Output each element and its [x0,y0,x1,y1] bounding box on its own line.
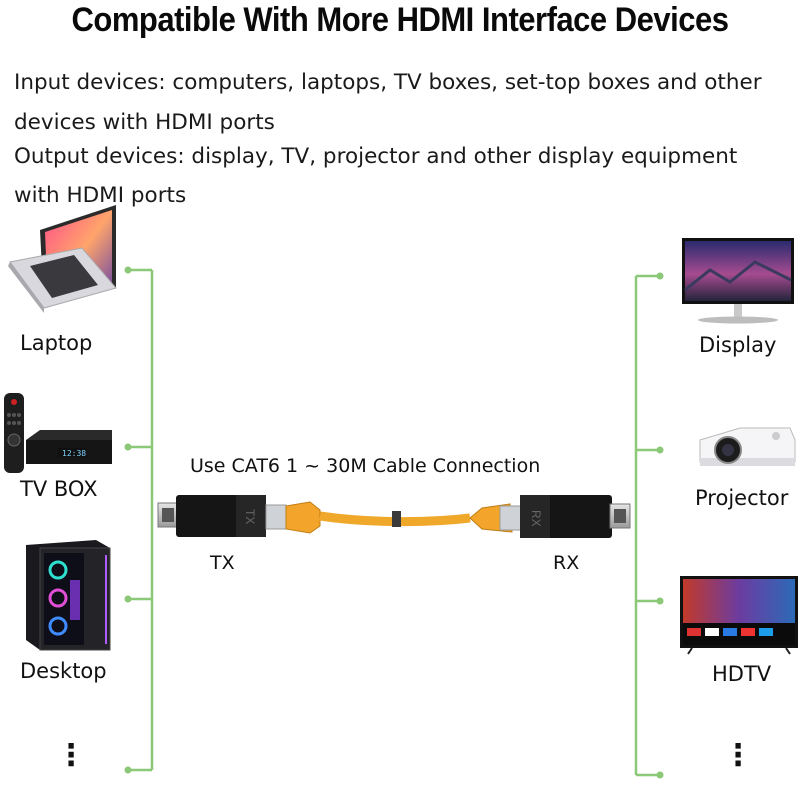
output-device-display-label: Display [699,333,777,357]
output-device-projector-label: Projector [695,486,789,510]
cable-caption: Use CAT6 1 ~ 30M Cable Connection [190,455,541,477]
desktop-pc-icon [26,540,111,651]
tv-box-icon [4,393,112,473]
more-input-devices-indicator: ⋮ [56,738,86,773]
tx-label: TX [210,552,235,574]
output-bracket [634,274,660,777]
output-device-hdtv-label: HDTV [712,662,772,686]
input-devices-text-cont: devices with HDMI ports [14,110,275,135]
hdtv-icon [680,576,798,655]
tv-box-display: 12:38 [62,449,86,458]
output-devices-text-cont: with HDMI ports [14,183,187,208]
projector-icon [699,427,796,466]
rx-body-text: RX [529,510,543,527]
laptop-icon [8,205,117,313]
tx-body-text: TX [243,509,257,524]
cat6-cable [157,495,631,538]
input-device-tvbox-label: TV BOX [20,477,98,501]
more-output-devices-indicator: ⋮ [723,738,753,773]
input-bracket [128,268,154,772]
input-device-desktop-label: Desktop [20,659,107,683]
input-devices-text: Input devices: computers, laptops, TV bo… [14,70,762,95]
monitor-icon [682,238,794,324]
page-title: Compatible With More HDMI Interface Devi… [71,0,729,40]
input-device-laptop-label: Laptop [20,331,93,355]
output-devices-text: Output devices: display, TV, projector a… [14,144,738,169]
rx-label: RX [553,552,580,574]
